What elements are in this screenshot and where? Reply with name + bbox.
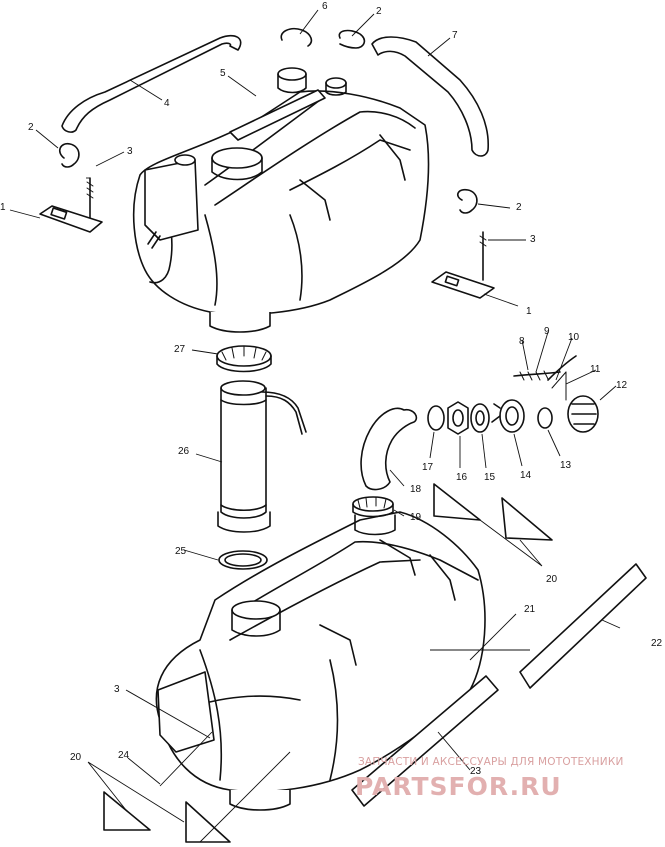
callout-4: 4 — [164, 98, 170, 109]
callout-24: 24 — [118, 750, 130, 761]
callout-26: 26 — [178, 446, 190, 457]
callout-15: 15 — [484, 472, 496, 483]
callout-6: 6 — [322, 1, 328, 12]
gasket-13 — [537, 407, 553, 429]
strip-23 — [351, 675, 499, 807]
callout-20-right: 20 — [546, 574, 558, 585]
callout-13: 13 — [560, 460, 572, 471]
callout-2-right: 2 — [516, 202, 522, 213]
watermark-tagline: ЗАПЧАСТИ И АКСЕССУАРЫ ДЛЯ МОТОТЕХНИКИ — [358, 756, 624, 768]
clamp-19 — [352, 496, 394, 518]
callout-14: 14 — [520, 470, 532, 481]
snap-ring-right — [456, 188, 478, 214]
strap-top — [229, 89, 326, 141]
leader-lines — [9, 9, 621, 843]
callout-20-left: 20 — [70, 752, 82, 763]
callout-22: 22 — [651, 638, 663, 649]
snap-ring-left — [58, 142, 80, 168]
snap-ring-top-left — [280, 27, 313, 47]
callout-17: 17 — [422, 462, 434, 473]
strip-22 — [519, 563, 647, 689]
screw-left — [86, 177, 94, 223]
callout-12: 12 — [616, 380, 628, 391]
pad-20-d — [185, 801, 231, 843]
strap-left — [61, 34, 242, 133]
callout-3-lower: 3 — [114, 684, 120, 695]
callout-16: 16 — [456, 472, 468, 483]
callout-9: 9 — [544, 326, 550, 337]
pad-20-a — [433, 483, 481, 521]
callout-19: 19 — [410, 512, 422, 523]
callout-5: 5 — [220, 68, 226, 79]
callout-18: 18 — [410, 484, 422, 495]
pad-20-c — [103, 791, 151, 831]
callout-25: 25 — [175, 546, 187, 557]
washer-15 — [470, 403, 490, 433]
callout-labels: 6 2 7 4 5 2 3 1 2 3 1 8 9 10 11 12 27 26… — [0, 1, 663, 777]
callout-7: 7 — [452, 30, 458, 41]
filler-hose — [360, 407, 418, 491]
callout-3-left: 3 — [127, 146, 133, 157]
callout-23: 23 — [470, 766, 482, 777]
fuel-pump-sender — [217, 380, 307, 533]
callout-1-left: 1 — [0, 202, 6, 213]
pump-seal — [218, 550, 268, 570]
cap-tether — [513, 355, 577, 401]
bracket-left — [39, 205, 103, 233]
callout-3-right: 3 — [530, 234, 536, 245]
callout-2-top: 2 — [376, 6, 382, 17]
pad-20-b — [501, 497, 553, 541]
bracket-right — [431, 271, 495, 299]
screw-right — [479, 231, 487, 281]
fuel-tank-upper — [132, 67, 430, 333]
clamp-17 — [427, 405, 445, 431]
filler-adapter-14 — [491, 399, 525, 433]
fuel-cap-12 — [567, 395, 599, 433]
fuel-pump-ring — [216, 345, 272, 373]
callout-27: 27 — [174, 344, 186, 355]
callout-1-right: 1 — [526, 306, 532, 317]
watermark-brand: PARTSFOR.RU — [355, 772, 562, 801]
callout-11: 11 — [590, 364, 601, 375]
nut-16 — [447, 401, 469, 435]
callout-2-left: 2 — [28, 122, 34, 133]
snap-ring-top-right — [338, 29, 366, 49]
callout-8: 8 — [519, 336, 525, 347]
watermark: ЗАПЧАСТИ И АКСЕССУАРЫ ДЛЯ МОТОТЕХНИКИ PA… — [355, 756, 624, 801]
callout-10: 10 — [568, 332, 580, 343]
callout-21: 21 — [524, 604, 536, 615]
strap-right — [371, 36, 489, 157]
